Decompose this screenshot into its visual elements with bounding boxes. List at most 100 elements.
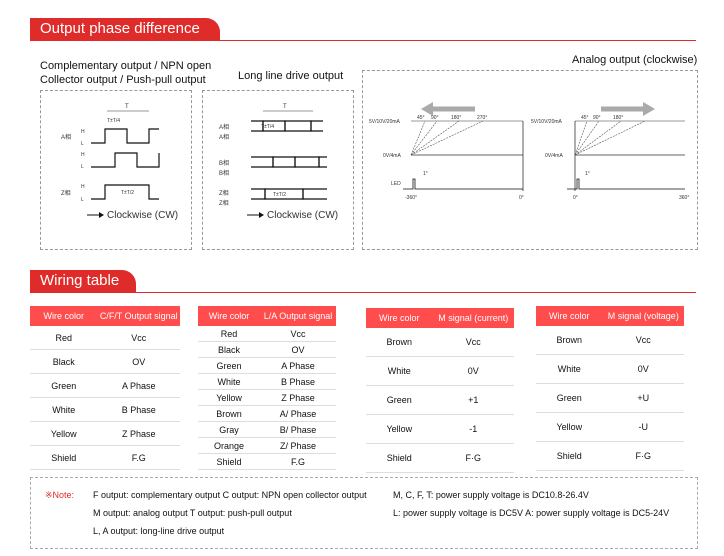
table-cell: 0V xyxy=(602,354,684,384)
table-cell: Vcc xyxy=(97,326,180,350)
svg-text:1°: 1° xyxy=(423,171,428,177)
svg-text:45°: 45° xyxy=(417,115,425,121)
svg-text:T±T/2: T±T/2 xyxy=(121,190,134,196)
svg-text:Clockwise (CW): Clockwise (CW) xyxy=(267,210,338,221)
svg-text:0°: 0° xyxy=(573,195,578,201)
table-cell: Shield xyxy=(198,453,261,470)
table-cell: B/ Phase xyxy=(260,421,336,438)
table-header: M signal (voltage) xyxy=(602,306,684,326)
table-cell: Black xyxy=(198,341,261,358)
quarter-label: T±T/4 xyxy=(107,118,120,124)
svg-text:180°: 180° xyxy=(613,115,623,121)
table-header: Wire color xyxy=(30,306,98,326)
svg-text:270°: 270° xyxy=(477,115,487,121)
table-cell: Red xyxy=(198,326,261,342)
svg-text:B相: B相 xyxy=(219,159,229,167)
svg-text:90°: 90° xyxy=(431,115,439,121)
table-header: M signal (current) xyxy=(432,308,514,328)
table-cell: B Phase xyxy=(260,373,336,390)
analog-graphs: 5V/10V/20mA 0V/4mA 45° 90° 180° 270° LED… xyxy=(369,102,689,201)
table-cell: A Phase xyxy=(97,373,180,398)
svg-text:T±T/4: T±T/4 xyxy=(261,124,274,130)
note-line-2: M output: analog output T output: push-p… xyxy=(93,508,292,518)
table-cell: -U xyxy=(602,412,684,442)
svg-text:Z相: Z相 xyxy=(219,189,229,197)
table-header: Wire color xyxy=(366,308,433,328)
complementary-label-2: Collector output / Push-pull output xyxy=(40,74,206,86)
svg-text:1°: 1° xyxy=(585,171,590,177)
svg-text:0°: 0° xyxy=(519,195,524,201)
table-cell: Green xyxy=(198,357,261,374)
svg-text:180°: 180° xyxy=(451,115,461,121)
table-cell: White xyxy=(198,373,261,390)
table-cell: Yellow xyxy=(198,389,261,406)
table-cell: F·G xyxy=(432,443,514,473)
table-cell: Orange xyxy=(198,437,261,454)
table-cell: White xyxy=(536,354,603,384)
table-cell: Z Phase xyxy=(97,421,180,446)
table-row: Yellow-1 xyxy=(366,414,514,444)
svg-text:T: T xyxy=(283,104,287,110)
svg-text:360°: 360° xyxy=(679,195,689,201)
table-header: Wire color xyxy=(198,306,261,326)
long-line-diagram: T A相 A相 T±T/4 B相 B相 Z相 Z相 T±T/2 Clockwis… xyxy=(202,90,354,250)
svg-text:L: L xyxy=(81,141,84,147)
svg-text:LED: LED xyxy=(391,181,401,187)
table-cell: Z/ Phase xyxy=(260,437,336,454)
table-cell: F·G xyxy=(602,441,684,471)
svg-text:H: H xyxy=(81,184,85,190)
note-line-5: L: power supply voltage is DC5V A: power… xyxy=(393,508,670,518)
table-cell: Z Phase xyxy=(260,389,336,406)
table-cell: Brown xyxy=(366,328,433,357)
table-cell: Yellow xyxy=(30,421,98,446)
table-cell: A/ Phase xyxy=(260,405,336,422)
table-cell: 0V xyxy=(432,356,514,386)
table-cell: +1 xyxy=(432,385,514,415)
long-line-label: Long line drive output xyxy=(238,70,344,82)
table-cell: Green xyxy=(536,383,603,413)
table-cell: F.G xyxy=(97,445,180,470)
svg-text:5V/10V/20mA: 5V/10V/20mA xyxy=(369,119,401,125)
wiring-rule xyxy=(30,292,696,293)
note-line-1: F output: complementary output C output:… xyxy=(93,490,367,500)
table-cell: Shield xyxy=(536,441,603,471)
period-label: T xyxy=(125,104,129,110)
svg-text:-360°: -360° xyxy=(405,195,417,201)
complementary-label-1: Complementary output / NPN open xyxy=(40,60,212,72)
output-phase-title: Output phase difference xyxy=(30,18,220,40)
phase-a-label: A相 xyxy=(61,133,71,141)
table-cell: Shield xyxy=(366,443,433,473)
table-cell: Brown xyxy=(536,326,603,355)
svg-text:L: L xyxy=(81,197,84,203)
table-cell: White xyxy=(30,397,98,422)
output-phase-rule xyxy=(30,40,696,41)
long-line-waveform: T A相 A相 T±T/4 B相 B相 Z相 Z相 T±T/2 Clockwis… xyxy=(219,104,338,221)
analog-label: Analog output (clockwise) xyxy=(572,54,698,66)
svg-text:A相: A相 xyxy=(219,133,229,141)
svg-text:45°: 45° xyxy=(581,115,589,121)
note-line-4: M, C, F, T: power supply voltage is DC10… xyxy=(393,490,589,500)
wiring-title: Wiring table xyxy=(30,270,136,292)
table-cell: Yellow xyxy=(366,414,433,444)
svg-text:L: L xyxy=(81,164,84,170)
table-row: Green+1 xyxy=(366,385,514,415)
table-cell: -1 xyxy=(432,414,514,444)
svg-text:5V/10V/20mA: 5V/10V/20mA xyxy=(531,119,563,125)
table-cell: F.G xyxy=(260,453,336,470)
svg-text:T±T/2: T±T/2 xyxy=(273,192,286,198)
table-cell: Green xyxy=(366,385,433,415)
